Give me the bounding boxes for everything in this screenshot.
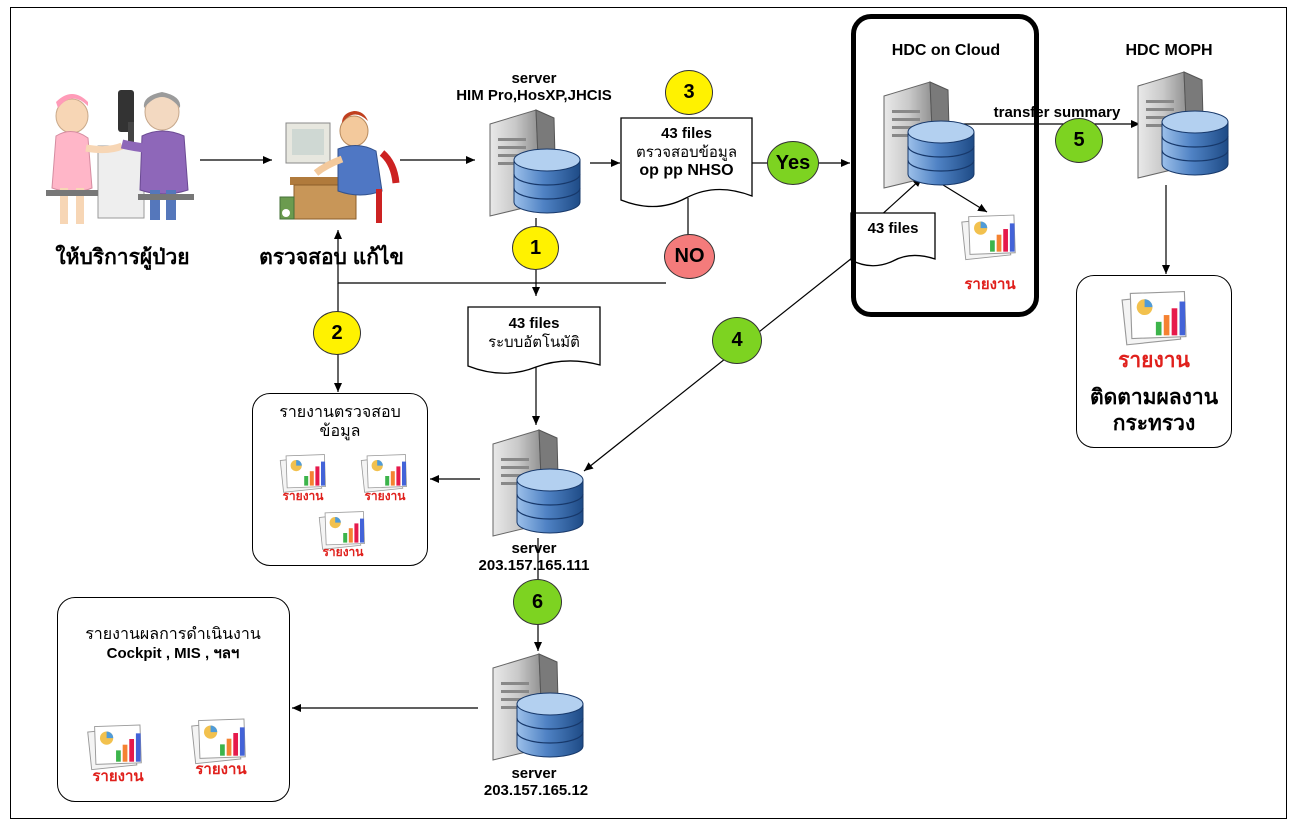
cloud-files-document-shape xyxy=(850,212,936,267)
arrow-cloud-files-up xyxy=(877,177,923,219)
check-box-line1: รายงานตรวจสอบ xyxy=(279,404,401,421)
moph-report-label: รายงาน xyxy=(1118,349,1190,372)
perf-box-line2: Cockpit , MIS , ฯลฯ xyxy=(106,645,240,662)
server-111-line2: 203.157.165.111 xyxy=(478,557,590,574)
perf-report-label-1: รายงาน xyxy=(92,768,144,785)
cloud-report-label: รายงาน xyxy=(964,276,1016,293)
cloud-report-icon xyxy=(958,212,1024,264)
cloud-server-icon xyxy=(870,76,980,196)
patient-service-illustration xyxy=(46,90,194,224)
clerk-checking-illustration xyxy=(279,111,400,223)
moph-report-icon xyxy=(1111,288,1203,350)
step-4-badge: 4 xyxy=(712,317,762,364)
moph-box-line2: กระทรวง xyxy=(1112,412,1196,435)
main-server-line2: HIM Pro,HosXP,JHCIS xyxy=(456,87,612,104)
check-report-label-1: รายงาน xyxy=(282,489,324,503)
check-doc-line2: ตรวจสอบข้อมูล xyxy=(635,144,738,161)
auto-doc-line2: ระบบอัตโนมัติ xyxy=(488,334,580,351)
perf-box-line1: รายงานผลการดำเนินงาน xyxy=(85,626,261,643)
clerk-label: ตรวจสอบ แก้ไข xyxy=(259,246,404,269)
moph-server-icon xyxy=(1124,66,1234,186)
patient-label: ให้บริการผู้ป่วย xyxy=(55,246,190,269)
check-report-label-2: รายงาน xyxy=(364,489,406,503)
server-12-line2: 203.157.165.12 xyxy=(483,782,589,799)
yes-decision: Yes xyxy=(767,141,819,185)
cloud-title: HDC on Cloud xyxy=(891,42,1001,59)
cloud-files-label: 43 files xyxy=(867,220,919,237)
server-12-line1: server xyxy=(511,765,557,782)
step-6-badge: 6 xyxy=(513,579,562,625)
main-server-icon xyxy=(476,104,586,224)
check-doc-line3: op pp NHSO xyxy=(639,162,734,179)
transfer-summary-label: transfer summary xyxy=(993,104,1121,121)
cloud-container xyxy=(851,14,1039,317)
server-111-line1: server xyxy=(511,540,557,557)
server-12-icon xyxy=(479,648,589,768)
moph-box-line1: ติดตามผลงาน xyxy=(1089,386,1219,409)
check-box-line2: ข้อมูล xyxy=(319,423,361,440)
step-1-badge: 1 xyxy=(512,226,559,270)
main-server-line1: server xyxy=(511,70,557,87)
check-document-shape xyxy=(620,117,753,208)
check-report-label-3: รายงาน xyxy=(322,545,364,559)
auto-document-shape xyxy=(467,306,601,374)
moph-title: HDC MOPH xyxy=(1125,42,1213,59)
diagram-frame xyxy=(10,7,1287,819)
perf-report-label-2: รายงาน xyxy=(195,761,247,778)
server-111-icon xyxy=(479,424,589,544)
no-decision: NO xyxy=(664,234,715,279)
check-doc-line1: 43 files xyxy=(661,125,712,142)
step-2-badge: 2 xyxy=(313,311,361,355)
step-3-badge: 3 xyxy=(665,70,713,115)
step-5-badge: 5 xyxy=(1055,118,1103,163)
arrow-cloud-to-server111 xyxy=(583,257,853,472)
auto-doc-line1: 43 files xyxy=(508,315,560,332)
